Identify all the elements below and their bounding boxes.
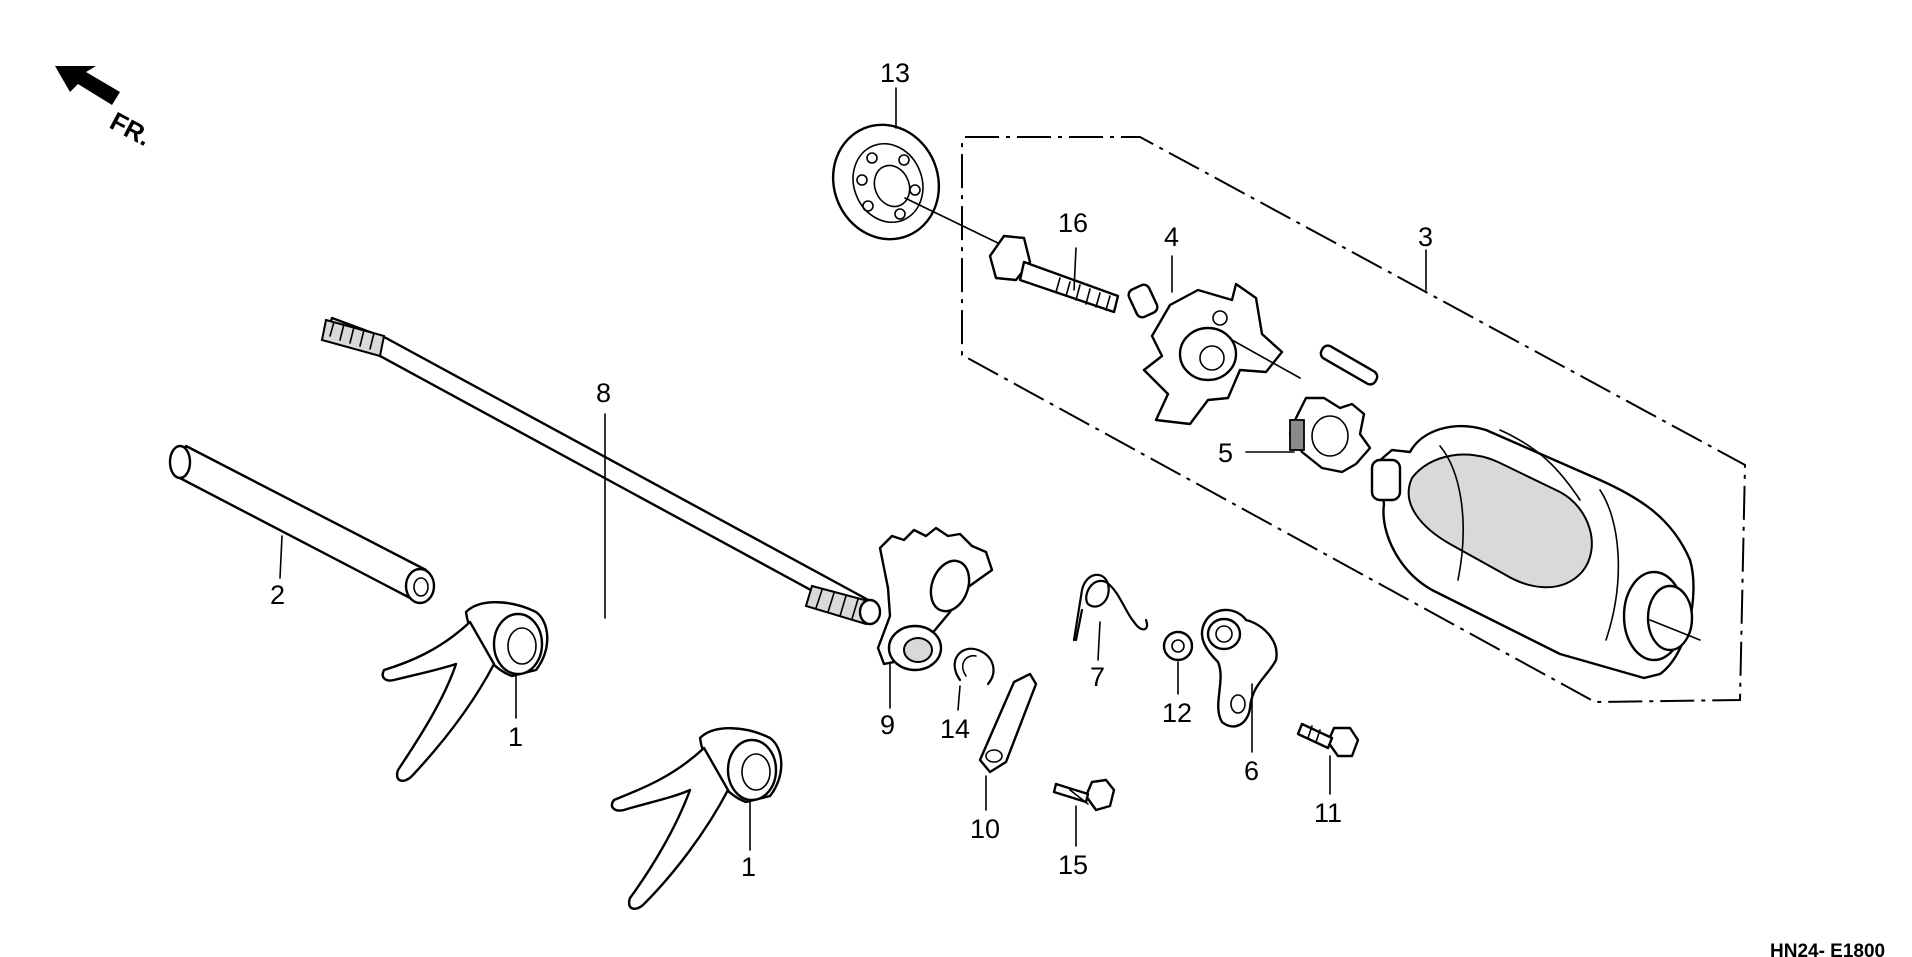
diagram-reference-code: HN24- E1800 bbox=[1770, 941, 1885, 957]
shift-drum-star-4 bbox=[1127, 282, 1379, 426]
front-label: FR. bbox=[105, 106, 156, 152]
circlip-14 bbox=[953, 647, 995, 686]
shift-arm-9 bbox=[876, 526, 994, 672]
callout-part-1b: 1 bbox=[741, 852, 756, 882]
front-direction-arrow-icon: FR. bbox=[55, 66, 156, 152]
assembly-boundary bbox=[961, 136, 1747, 704]
shift-drum-3 bbox=[1370, 424, 1701, 680]
callout-part-7: 7 bbox=[1090, 662, 1105, 692]
callout-part-1a: 1 bbox=[508, 722, 523, 752]
callout-part-11: 11 bbox=[1314, 798, 1342, 828]
shift-fork-1a bbox=[381, 601, 549, 782]
callout-part-15: 15 bbox=[1058, 850, 1088, 880]
callout-part-16: 16 bbox=[1058, 208, 1088, 238]
guide-5 bbox=[1288, 396, 1372, 474]
callout-part-3: 3 bbox=[1418, 222, 1433, 252]
callout-part-12: 12 bbox=[1162, 698, 1192, 728]
callout-part-2: 2 bbox=[270, 580, 285, 610]
bolt-15 bbox=[1052, 778, 1116, 812]
stopper-plate-10 bbox=[978, 672, 1038, 774]
callout-part-5: 5 bbox=[1218, 438, 1233, 468]
callout-part-14: 14 bbox=[940, 714, 970, 744]
callout-part-8: 8 bbox=[596, 378, 611, 408]
shift-fork-1b bbox=[610, 727, 783, 910]
leader-lines bbox=[279, 87, 1427, 851]
bolt-16 bbox=[988, 234, 1120, 314]
bearing-13 bbox=[831, 123, 1001, 245]
fork-shaft-2 bbox=[168, 444, 436, 605]
callout-part-9: 9 bbox=[880, 710, 895, 740]
gearshift-spindle-8 bbox=[320, 316, 882, 626]
callout-part-4: 4 bbox=[1164, 222, 1179, 252]
callout-part-6: 6 bbox=[1244, 756, 1259, 786]
stopper-arm-6 bbox=[1200, 608, 1278, 728]
washer-12 bbox=[1162, 630, 1194, 662]
callout-part-10: 10 bbox=[970, 814, 1000, 844]
bolt-11 bbox=[1296, 722, 1360, 758]
spring-7 bbox=[1072, 573, 1149, 642]
callout-part-13: 13 bbox=[880, 58, 910, 88]
